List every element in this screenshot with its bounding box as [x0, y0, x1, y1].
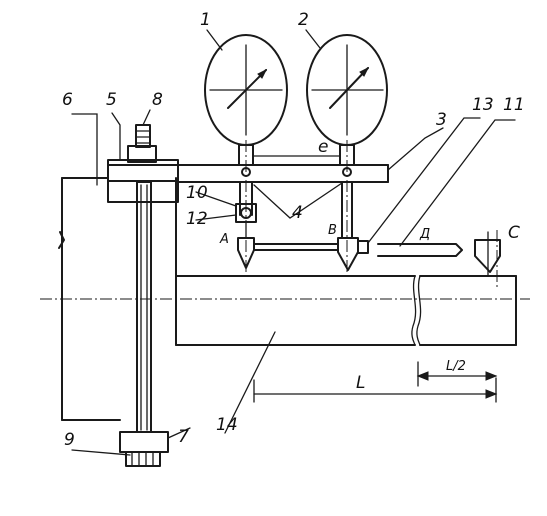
label-3: 3 — [436, 110, 447, 130]
connecting-rod — [253, 240, 369, 254]
dimension-l-half — [416, 361, 498, 387]
label-7: 7 — [178, 427, 189, 447]
label-1: 1 — [200, 10, 211, 30]
label-8: 8 — [152, 90, 163, 110]
label-c: C — [508, 223, 520, 243]
label-b: B — [328, 223, 337, 238]
screw-assembly — [119, 124, 169, 467]
label-l: L — [356, 373, 365, 393]
label-5: 5 — [106, 90, 117, 110]
dimension-l — [253, 377, 498, 403]
label-d: Д — [419, 227, 430, 242]
label-13: 13 — [472, 95, 494, 115]
labels: 1 2 3 13 11 6 5 8 e 10 12 A 4 B Д C L/2 … — [62, 10, 525, 450]
leader-lines — [71, 29, 516, 456]
label-14: 14 — [216, 415, 238, 435]
label-e: e — [318, 137, 328, 157]
shaft — [175, 275, 517, 346]
label-11: 11 — [503, 95, 525, 115]
label-l-half: L/2 — [446, 359, 466, 374]
label-a: A — [219, 232, 229, 247]
pointer-d — [377, 243, 463, 257]
label-10: 10 — [186, 183, 208, 203]
point-c-tip — [474, 230, 501, 290]
label-12: 12 — [186, 209, 208, 229]
label-4: 4 — [292, 203, 303, 223]
label-6: 6 — [62, 90, 73, 110]
label-9: 9 — [64, 430, 75, 450]
label-2: 2 — [298, 10, 309, 30]
